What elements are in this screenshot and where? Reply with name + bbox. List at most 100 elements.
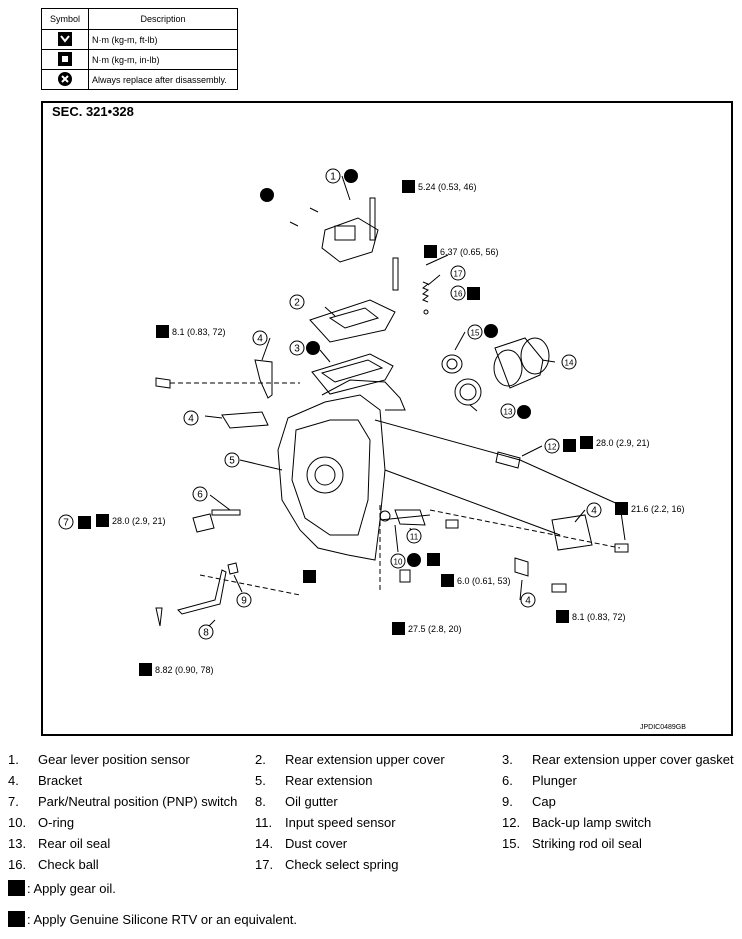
applicator-marks bbox=[78, 287, 576, 583]
callout-circle bbox=[289, 340, 305, 356]
callout-number: 11 bbox=[410, 533, 419, 542]
note-gear-oil-text: : Apply gear oil. bbox=[27, 880, 116, 896]
legend-label: Gear lever position sensor bbox=[38, 752, 190, 767]
callout-8: 8 bbox=[198, 624, 214, 640]
always-replace-icon bbox=[306, 341, 320, 355]
note-silicone: : Apply Genuine Silicone RTV or an equiv… bbox=[8, 911, 297, 927]
always-replace-icon bbox=[484, 324, 498, 338]
note-silicone-text: : Apply Genuine Silicone RTV or an equiv… bbox=[27, 911, 298, 927]
torque-spec-t7: 6.0 (0.61, 53) bbox=[441, 574, 511, 587]
callout-circle bbox=[252, 330, 268, 346]
callout-number: 15 bbox=[471, 329, 480, 338]
legend-number: 16. bbox=[8, 857, 27, 872]
legend-number: 12. bbox=[502, 815, 521, 830]
legend-item: 5.Rear extension bbox=[255, 773, 372, 788]
callout-number: 12 bbox=[548, 443, 557, 452]
torque-layer: 5.24 (0.53, 46)6.37 (0.65, 56)8.1 (0.83,… bbox=[96, 180, 685, 676]
callout-circle bbox=[58, 514, 74, 530]
torque-wrench-icon bbox=[402, 180, 415, 193]
legend-label: Rear extension upper cover gasket bbox=[532, 752, 734, 767]
legend-item: 16.Check ball bbox=[8, 857, 99, 872]
torque-wrench-icon bbox=[424, 245, 437, 258]
torque-value: 28.0 (2.9, 21) bbox=[596, 438, 650, 448]
callout-circle bbox=[325, 168, 341, 184]
torque-value: 27.5 (2.8, 20) bbox=[408, 624, 462, 634]
torque-wrench-icon bbox=[556, 610, 569, 623]
gasket-shape bbox=[311, 353, 394, 395]
legend-number: 13. bbox=[8, 836, 27, 851]
legend-item: 3.Rear extension upper cover gasket bbox=[502, 752, 734, 767]
torque-value: 28.0 (2.9, 21) bbox=[112, 516, 166, 526]
callout-number: 1 bbox=[330, 172, 336, 183]
torque-value: 8.1 (0.83, 72) bbox=[172, 327, 226, 337]
legend-label: O-ring bbox=[38, 815, 75, 830]
legend-number: 15. bbox=[502, 836, 521, 851]
callout-12: 12 bbox=[544, 438, 560, 454]
legend-item: 6. Plunger bbox=[502, 773, 577, 788]
silicone-rtv-icon bbox=[8, 911, 25, 927]
torque-wrench-icon bbox=[139, 663, 152, 676]
torque-wrench-icon bbox=[441, 574, 454, 587]
upper-cover-shape bbox=[309, 299, 396, 343]
legend-number: 6. bbox=[502, 773, 513, 788]
callout-number: 5 bbox=[229, 456, 235, 467]
rear-extension-body bbox=[277, 394, 386, 561]
sensor-1-shape bbox=[321, 217, 379, 263]
torque-wrench-ftlb-icon bbox=[58, 31, 72, 46]
callout-circle bbox=[198, 624, 214, 640]
legend-label: Oil gutter bbox=[285, 794, 338, 809]
torque-value: 8.82 (0.90, 78) bbox=[155, 665, 214, 675]
legend-number: 7. bbox=[8, 794, 19, 809]
legend-label: Rear oil seal bbox=[38, 836, 111, 851]
torque-spec-t8: 8.1 (0.83, 72) bbox=[556, 610, 626, 623]
legend-number: 17. bbox=[255, 857, 274, 872]
legend-item: 11.Input speed sensor bbox=[255, 815, 396, 830]
callout-number: 4 bbox=[591, 506, 597, 517]
gear-oil-icon bbox=[427, 553, 440, 566]
callout-circle bbox=[500, 403, 516, 419]
legend-label: Park/Neutral position (PNP) switch bbox=[38, 794, 238, 809]
legend-label: Rear extension bbox=[285, 773, 373, 788]
callout-number: 10 bbox=[394, 558, 403, 567]
callout-4: 4 bbox=[183, 410, 199, 426]
torque-wrench-inlb-icon bbox=[58, 51, 72, 66]
legend-number: 4. bbox=[8, 773, 19, 788]
legend-item: 4.Bracket bbox=[8, 773, 82, 788]
legend-label: Back-up lamp switch bbox=[532, 815, 652, 830]
callout-6: 6 bbox=[192, 486, 208, 502]
torque-spec-t9: 27.5 (2.8, 20) bbox=[392, 622, 462, 635]
diagram-frame bbox=[41, 101, 733, 736]
always-replace-icon bbox=[260, 188, 274, 202]
legend-item: 8. Oil gutter bbox=[255, 794, 338, 809]
legend-number: 2. bbox=[255, 752, 266, 767]
legend-number: 1. bbox=[8, 752, 19, 767]
legend-item: 1. Gear lever position sensor bbox=[8, 752, 190, 767]
torque-value: 6.0 (0.61, 53) bbox=[457, 576, 511, 586]
torque-wrench-icon bbox=[392, 622, 405, 635]
callout-16: 16 bbox=[450, 285, 466, 301]
legend-label: Dust cover bbox=[285, 836, 348, 851]
legend-item: 14. Dust cover bbox=[255, 836, 347, 851]
legend-number: 14. bbox=[255, 836, 274, 851]
legend-label: Rear extension upper cover bbox=[285, 752, 445, 767]
torque-wrench-icon bbox=[156, 325, 169, 338]
figure-code: JPDIC0489GB bbox=[640, 724, 686, 731]
legend-item: 2. Rear extension upper cover bbox=[255, 752, 445, 767]
callout-circle bbox=[192, 486, 208, 502]
legend-number: 8. bbox=[255, 794, 266, 809]
callout-circle bbox=[450, 285, 466, 301]
callout-4: 4 bbox=[520, 592, 536, 608]
torque-spec-t5: 21.6 (2.2, 16) bbox=[615, 502, 685, 515]
callout-circle bbox=[467, 324, 483, 340]
callout-9: 9 bbox=[236, 592, 252, 608]
note-gear-oil: : Apply gear oil. bbox=[8, 880, 116, 896]
legend-item: 7. Park/Neutral position (PNP) switch bbox=[8, 794, 237, 809]
parts-drawing bbox=[155, 197, 629, 627]
torque-spec-t4: 28.0 (2.9, 21) bbox=[96, 514, 166, 527]
legend-label: Plunger bbox=[532, 773, 577, 788]
always-replace-icon bbox=[407, 553, 421, 567]
callout-circle bbox=[544, 438, 560, 454]
callout-number: 13 bbox=[504, 408, 513, 417]
legend-item: 9.Cap bbox=[502, 794, 556, 809]
